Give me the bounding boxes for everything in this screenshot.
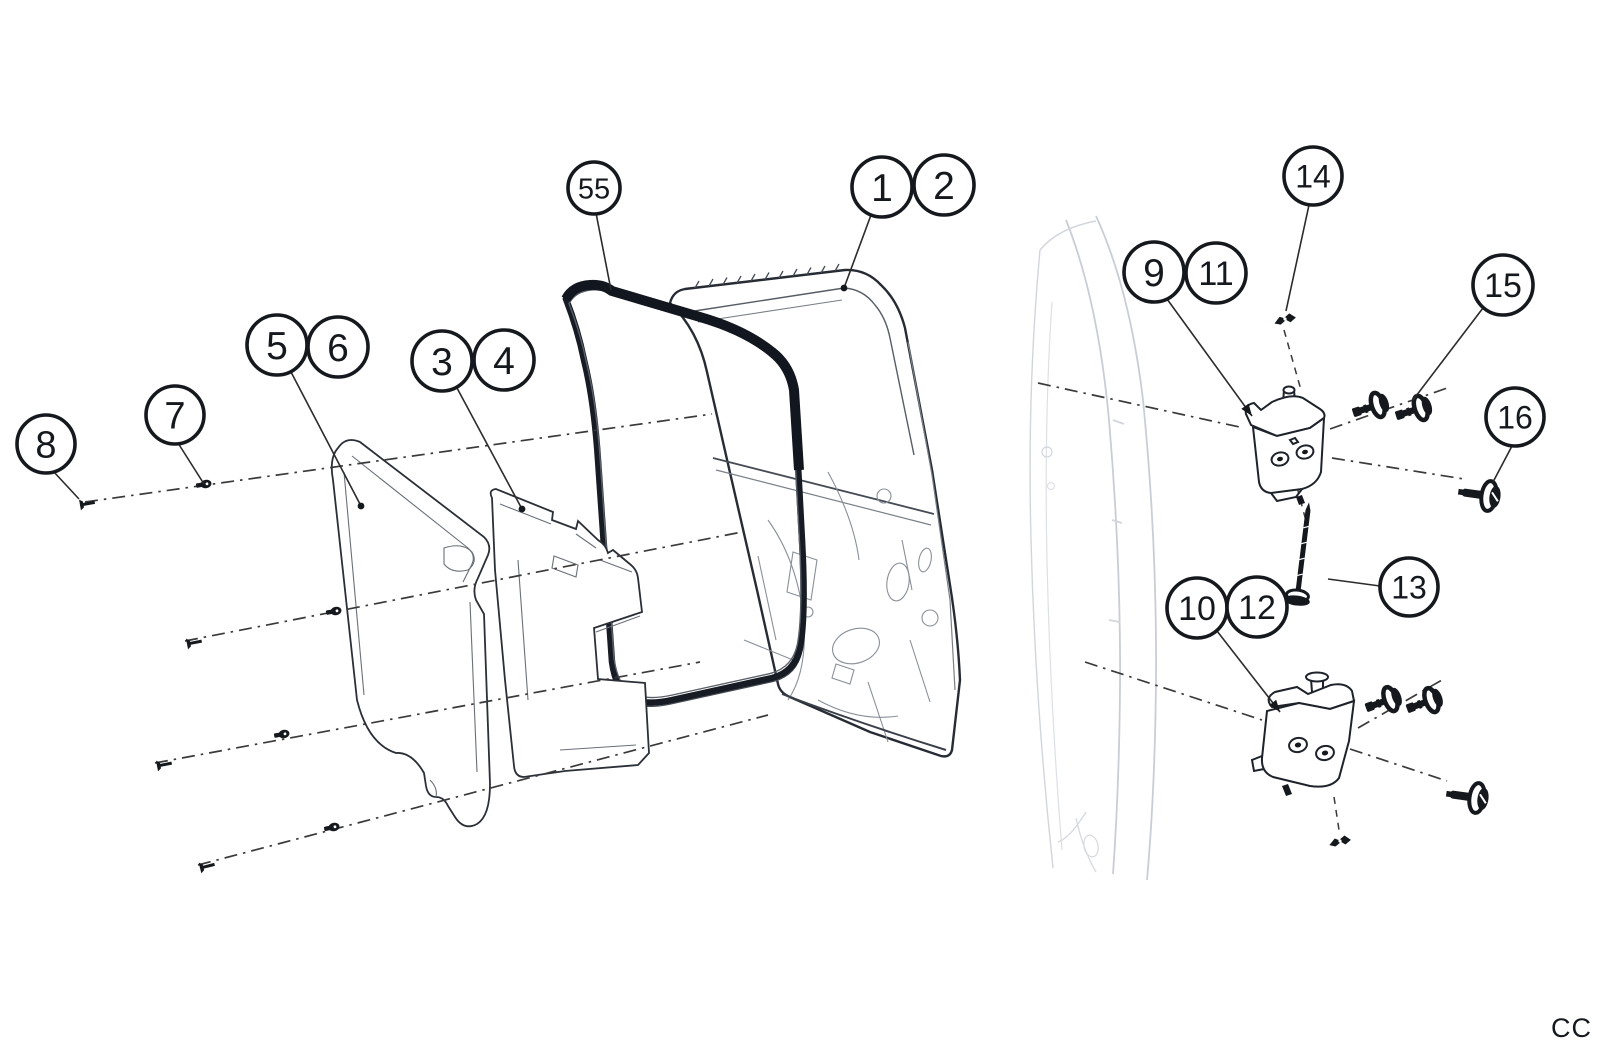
callout-balloon xyxy=(1471,253,1535,317)
callout-3[interactable]: 3 xyxy=(410,329,526,513)
callout-number: 14 xyxy=(1295,159,1331,195)
callout-balloon xyxy=(472,328,536,392)
callout-number: 9 xyxy=(1143,252,1165,295)
callout-number: 8 xyxy=(35,425,56,467)
callout-leader-line xyxy=(1216,630,1281,713)
door-flange-hatch-marks xyxy=(694,263,840,289)
left-fastener-group xyxy=(79,478,343,874)
callout-leader-line xyxy=(290,371,362,507)
callout-balloon xyxy=(850,155,914,219)
callout-leader-line xyxy=(1412,307,1484,401)
callout-balloon xyxy=(1122,240,1186,304)
callout-number: 15 xyxy=(1484,267,1522,305)
leader-arrowhead xyxy=(1269,699,1280,712)
flange-screw-icon xyxy=(1442,776,1493,817)
callout-8[interactable]: 8 xyxy=(15,413,80,500)
callout-balloon xyxy=(15,413,77,475)
callout-6[interactable]: 6 xyxy=(306,315,370,379)
callout-15[interactable]: 15 xyxy=(1412,253,1535,401)
door-shell-drawing xyxy=(668,263,962,758)
callout-leader-line xyxy=(1166,298,1253,417)
leader-arrowhead xyxy=(1241,403,1252,416)
lower-door-hinge-drawing xyxy=(1250,671,1356,796)
hinge-bolt-icon xyxy=(1403,685,1446,721)
callout-leader-line xyxy=(1285,204,1310,312)
door-inner-mechanism-lines xyxy=(743,471,939,743)
water-deflector-drawing xyxy=(489,488,650,778)
callout-number: 11 xyxy=(1198,255,1233,293)
callout-leader-line xyxy=(843,214,872,289)
flange-screw-icon xyxy=(1454,474,1505,515)
clip-icon xyxy=(273,728,291,740)
callout-12[interactable]: 12 xyxy=(1225,575,1289,639)
spring-nut-clip-icon xyxy=(1328,834,1352,848)
callout-number: 7 xyxy=(164,396,185,438)
callout-balloon xyxy=(306,315,370,379)
callout-4[interactable]: 4 xyxy=(472,328,536,392)
callout-number: 10 xyxy=(1178,590,1216,628)
callout-11[interactable]: 11 xyxy=(1184,241,1248,305)
leader-end-dot xyxy=(840,284,848,292)
callout-number: 1 xyxy=(871,167,893,210)
callout-2[interactable]: 2 xyxy=(912,153,976,217)
callout-13[interactable]: 13 xyxy=(1327,556,1440,618)
callout-balloon xyxy=(1484,386,1546,448)
callout-balloon xyxy=(1378,556,1440,618)
callout-balloon xyxy=(912,153,976,217)
callout-balloon xyxy=(410,329,474,393)
upper-door-hinge-drawing xyxy=(1244,385,1326,505)
callout-number: 55 xyxy=(578,173,610,205)
assembly-axis-lines xyxy=(84,382,1465,866)
callout-7[interactable]: 7 xyxy=(144,384,206,485)
callout-number: 13 xyxy=(1391,570,1427,606)
callout-balloon xyxy=(1184,241,1248,305)
clip-icon xyxy=(325,605,343,617)
screw-icon xyxy=(185,635,203,650)
callout-number: 2 xyxy=(933,165,955,208)
spring-nut-clip-icon xyxy=(1273,312,1297,326)
clip-icon xyxy=(323,821,341,834)
callout-number: 12 xyxy=(1238,589,1276,627)
hinge-bolt-icon xyxy=(1349,390,1392,425)
leader-end-dot xyxy=(518,505,526,513)
callout-16[interactable]: 16 xyxy=(1484,386,1546,483)
door-seal-drawing xyxy=(561,279,807,707)
leader-end-dot xyxy=(357,502,365,510)
callout-leader-line xyxy=(52,470,80,500)
screw-icon xyxy=(198,859,216,874)
callout-number: 4 xyxy=(493,340,515,383)
callout-number: 5 xyxy=(266,325,288,368)
callout-balloon xyxy=(144,384,206,446)
callout-balloon xyxy=(1282,145,1344,207)
callout-number: 6 xyxy=(327,327,349,370)
callout-balloon xyxy=(1225,575,1289,639)
screw-icon xyxy=(79,496,96,511)
callout-leader-line xyxy=(1327,578,1381,587)
callout-balloon xyxy=(566,160,622,216)
callout-1[interactable]: 1 xyxy=(840,155,914,292)
callout-number: 16 xyxy=(1497,400,1533,436)
long-screw-13-drawing xyxy=(1283,502,1311,606)
callout-leader-line xyxy=(1492,445,1513,483)
callout-9[interactable]: 9 xyxy=(1122,240,1253,417)
trim-panel-drawing xyxy=(330,439,491,828)
page-code-label: CC xyxy=(1551,1013,1592,1043)
body-aperture-ghost-drawing xyxy=(1029,215,1157,881)
callout-leader-line xyxy=(456,387,523,510)
callout-leader-line xyxy=(177,442,205,485)
screw-icon xyxy=(155,757,173,772)
callout-number: 3 xyxy=(431,341,453,384)
clip-icon xyxy=(195,478,213,490)
callout-leader-line xyxy=(595,212,612,291)
callout-55[interactable]: 55 xyxy=(566,160,622,291)
callout-14[interactable]: 14 xyxy=(1282,145,1344,312)
